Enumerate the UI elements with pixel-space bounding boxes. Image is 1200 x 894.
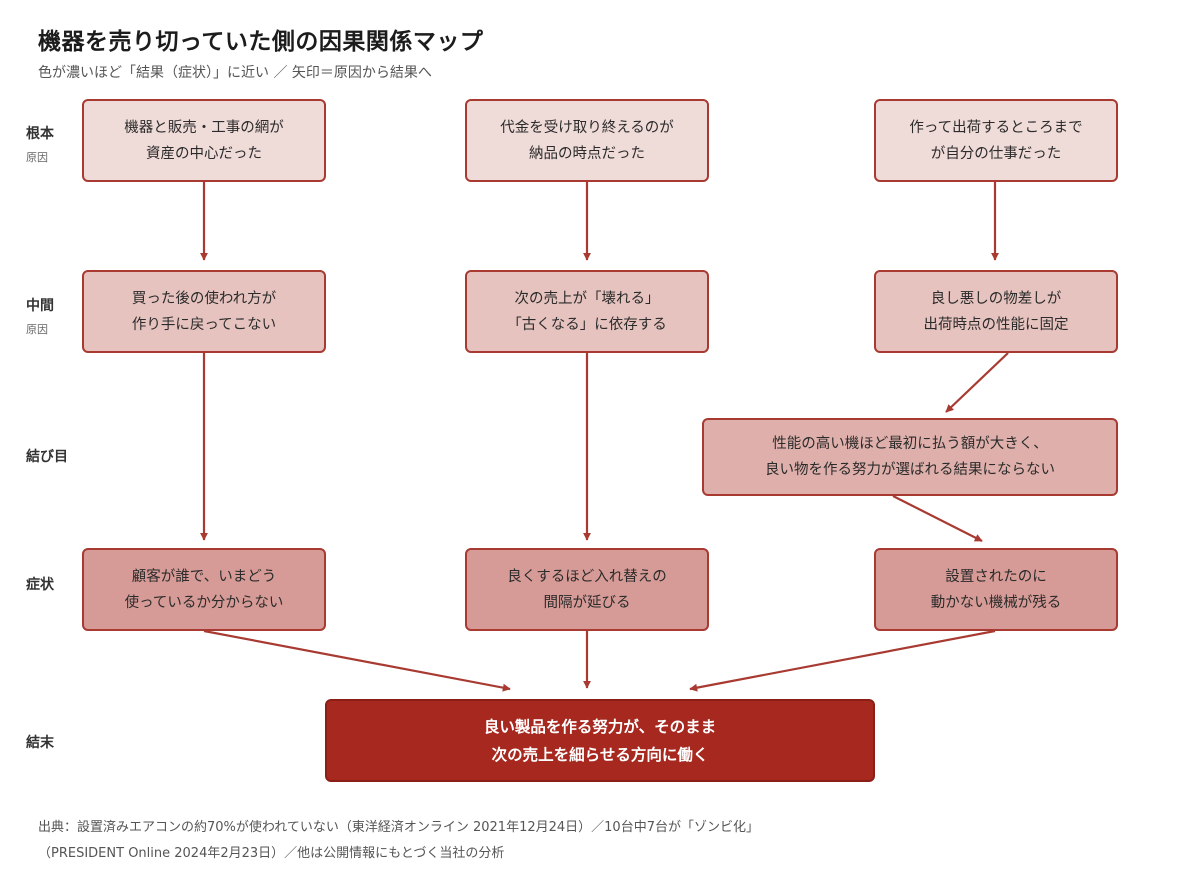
node-mid-left-line1: 買った後の使われ方が <box>131 290 277 307</box>
node-root-right-line1: 作って出荷するところまで <box>909 119 1083 136</box>
row-label-knot: 結び目 <box>26 449 68 465</box>
arrow-mid-right-to-knot <box>945 352 1009 413</box>
row-sub-middle: 原因 <box>26 323 48 336</box>
node-mid-center-line1: 次の売上が「壊れる」 <box>514 290 660 307</box>
node-mid-center: 次の売上が「壊れる」 「古くなる」に依存する <box>465 270 709 353</box>
row-label-middle: 中間 <box>26 298 54 314</box>
node-sym-left-line1: 顧客が誰で、いまどう <box>131 568 277 585</box>
node-root-center-line1: 代金を受け取り終えるのが <box>500 119 674 136</box>
arrow-knot-to-sym-right <box>892 495 983 542</box>
arrow-sym-left-to-end <box>203 629 511 692</box>
node-sym-center-line2: 間隔が延びる <box>543 594 631 611</box>
node-mid-right-line1: 良し悪しの物差しが <box>930 290 1062 307</box>
node-root-left-line1: 機器と販売・工事の網が <box>124 119 284 136</box>
node-sym-left: 顧客が誰で、いまどう 使っているか分からない <box>82 548 326 631</box>
node-root-center: 代金を受け取り終えるのが 納品の時点だった <box>465 99 709 182</box>
row-sub-root: 原因 <box>26 151 48 164</box>
node-sym-right-line2: 動かない機械が残る <box>930 594 1062 611</box>
node-sym-center: 良くするほど入れ替えの 間隔が延びる <box>465 548 709 631</box>
node-mid-left-line2: 作り手に戻ってこない <box>131 316 277 333</box>
node-end-line2: 次の売上を細らせる方向に働く <box>491 745 709 764</box>
source-line-1: 出典：設置済みエアコンの約70%が使われていない（東洋経済オンライン 2021年… <box>38 820 759 835</box>
node-root-left: 機器と販売・工事の網が 資産の中心だった <box>82 99 326 182</box>
page-subtitle: 色が濃いほど「結果（症状）」に近い ／ 矢印＝原因から結果へ <box>38 65 432 81</box>
source-line-2: （PRESIDENT Online 2024年2月23日）／他は公開情報にもとづ… <box>38 846 505 861</box>
arrow-sym-right-to-end <box>689 629 996 692</box>
node-root-center-line2: 納品の時点だった <box>529 145 645 162</box>
page-title: 機器を売り切っていた側の因果関係マップ <box>38 29 484 55</box>
node-sym-center-line1: 良くするほど入れ替えの <box>507 568 667 585</box>
node-end: 良い製品を作る努力が、そのまま 次の売上を細らせる方向に働く <box>325 699 875 782</box>
node-mid-left: 買った後の使われ方が 作り手に戻ってこない <box>82 270 326 353</box>
node-mid-center-line2: 「古くなる」に依存する <box>507 316 667 333</box>
node-root-right: 作って出荷するところまで が自分の仕事だった <box>874 99 1118 182</box>
row-label-symptom: 症状 <box>26 577 54 593</box>
node-root-left-line2: 資産の中心だった <box>146 145 262 162</box>
node-mid-right: 良し悪しの物差しが 出荷時点の性能に固定 <box>874 270 1118 353</box>
node-knot-line2: 良い物を作る努力が選ばれる結果にならない <box>765 462 1055 478</box>
row-label-end: 結末 <box>26 735 54 751</box>
node-sym-right-line1: 設置されたのに <box>945 568 1047 585</box>
node-sym-right: 設置されたのに 動かない機械が残る <box>874 548 1118 631</box>
node-sym-left-line2: 使っているか分からない <box>124 594 284 611</box>
node-mid-right-line2: 出荷時点の性能に固定 <box>923 316 1069 333</box>
node-root-right-line2: が自分の仕事だった <box>930 145 1062 162</box>
row-label-root: 根本 <box>26 126 54 142</box>
node-knot: 性能の高い機ほど最初に払う額が大きく、 良い物を作る努力が選ばれる結果にならない <box>702 418 1118 496</box>
node-end-line1: 良い製品を作る努力が、そのまま <box>483 717 717 736</box>
node-knot-line1: 性能の高い機ほど最初に払う額が大きく、 <box>772 436 1048 452</box>
